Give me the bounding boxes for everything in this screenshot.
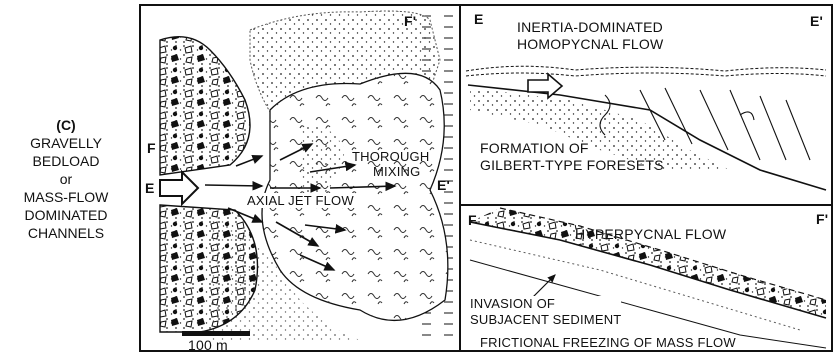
- thorough-mixing-line-1: THOROUGH: [352, 149, 429, 164]
- upper-right-label: E': [810, 14, 823, 29]
- upper-caption: FORMATION OF GILBERT-TYPE FORESETS: [480, 140, 664, 174]
- upper-caption-line-2: GILBERT-TYPE FORESETS: [480, 157, 664, 174]
- upper-title-line-2: HOMOPYCNAL FLOW: [517, 36, 663, 53]
- lower-left-label: F: [468, 213, 477, 228]
- invasion-line-1: INVASION OF: [470, 296, 621, 312]
- panel-divider-horizontal: [461, 204, 833, 206]
- lower-title: HYPERPYCNAL FLOW: [575, 227, 726, 242]
- thorough-mixing-line-2: MIXING: [352, 164, 429, 179]
- section-label-e: E: [145, 181, 155, 196]
- section-label-e-prime: E': [437, 178, 450, 193]
- upper-title: INERTIA-DOMINATED HOMOPYCNAL FLOW: [517, 19, 663, 53]
- frictional-freezing-label: FRICTIONAL FREEZING OF MASS FLOW: [480, 335, 736, 350]
- scale-bar-label: 100 m: [188, 338, 228, 353]
- thorough-mixing-label: THOROUGH MIXING: [352, 149, 429, 179]
- section-label-f: F: [147, 141, 156, 156]
- section-label-f-prime-top: F': [404, 14, 416, 29]
- upper-left-label: E: [474, 12, 484, 27]
- invasion-line-2: SUBJACENT SEDIMENT: [470, 312, 621, 328]
- axial-jet-flow-label: AXIAL JET FLOW: [247, 193, 354, 208]
- invasion-label: INVASION OF SUBJACENT SEDIMENT: [470, 296, 621, 328]
- panel-divider-vertical: [459, 4, 461, 352]
- upper-title-line-1: INERTIA-DOMINATED: [517, 19, 663, 36]
- lower-right-label: F': [816, 212, 828, 227]
- upper-caption-line-1: FORMATION OF: [480, 140, 664, 157]
